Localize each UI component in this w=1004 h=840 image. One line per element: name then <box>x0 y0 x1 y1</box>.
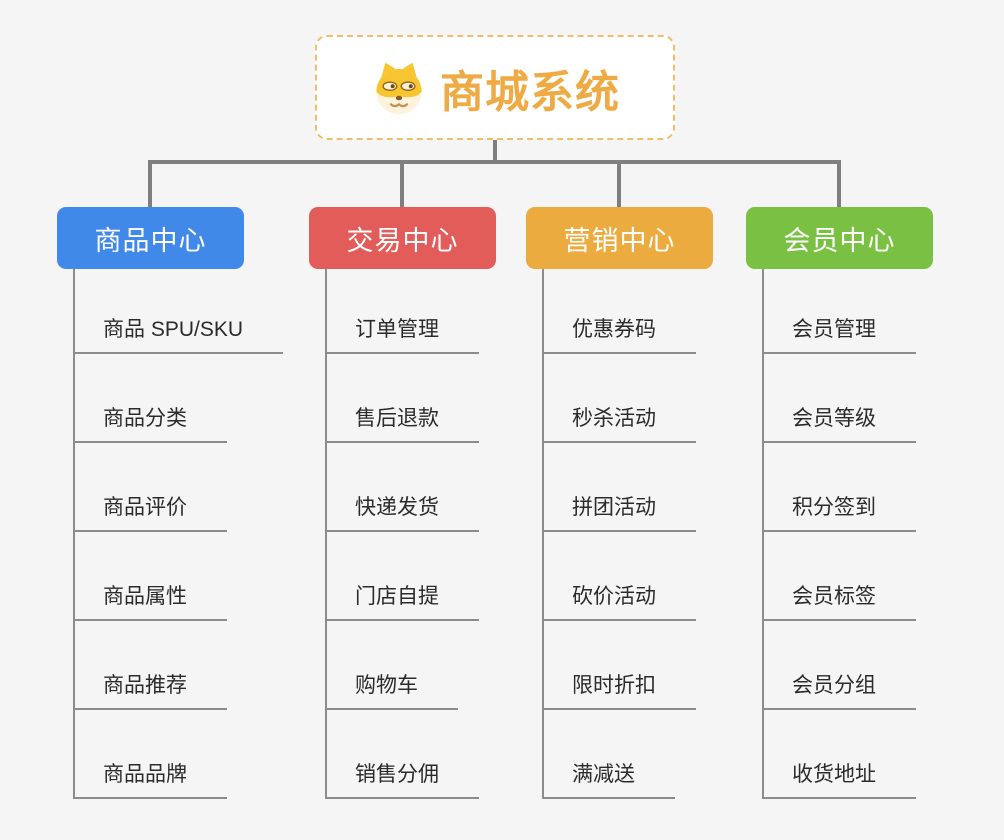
horizontal-connector <box>148 160 841 164</box>
leaf-node[interactable]: 优惠券码 <box>542 265 696 354</box>
leaf-label: 商品评价 <box>73 491 227 532</box>
leaf-label: 商品 SPU/SKU <box>73 313 284 354</box>
branch-line <box>542 269 544 799</box>
leaf-label: 商品推荐 <box>73 669 227 710</box>
branch-node-products[interactable]: 商品中心 <box>57 207 244 269</box>
root-title: 商城系统 <box>440 67 620 117</box>
leaf-node[interactable]: 会员管理 <box>762 265 916 354</box>
branch-items-products: 商品 SPU/SKU 商品分类 商品评价 商品属性 商品推荐 商品品牌 <box>73 265 284 799</box>
leaf-label: 销售分佣 <box>325 758 479 799</box>
leaf-label: 购物车 <box>325 669 458 710</box>
branch-drop-connector <box>837 160 841 207</box>
doge-icon <box>376 62 422 114</box>
branch-line <box>73 269 75 799</box>
root-connector <box>493 140 497 162</box>
leaf-node[interactable]: 砍价活动 <box>542 532 696 621</box>
leaf-label: 拼团活动 <box>542 491 696 532</box>
root-node[interactable]: 商城系统 <box>315 35 675 140</box>
leaf-node[interactable]: 收货地址 <box>762 710 916 799</box>
leaf-node[interactable]: 秒杀活动 <box>542 354 696 443</box>
leaf-node[interactable]: 商品推荐 <box>73 621 227 710</box>
branch-node-members[interactable]: 会员中心 <box>746 207 933 269</box>
branch-node-trade[interactable]: 交易中心 <box>309 207 496 269</box>
branch-node-marketing[interactable]: 营销中心 <box>526 207 713 269</box>
branch-drop-connector <box>617 160 621 207</box>
leaf-node[interactable]: 限时折扣 <box>542 621 696 710</box>
leaf-label: 收货地址 <box>762 758 916 799</box>
branch-items-marketing: 优惠券码 秒杀活动 拼团活动 砍价活动 限时折扣 满减送 <box>542 265 696 799</box>
leaf-node[interactable]: 会员等级 <box>762 354 916 443</box>
leaf-label: 快递发货 <box>325 491 479 532</box>
branch-line <box>325 269 327 799</box>
leaf-node[interactable]: 快递发货 <box>325 443 479 532</box>
leaf-node[interactable]: 商品评价 <box>73 443 227 532</box>
leaf-node[interactable]: 会员分组 <box>762 621 916 710</box>
leaf-node[interactable]: 售后退款 <box>325 354 479 443</box>
leaf-label: 商品分类 <box>73 402 227 443</box>
leaf-label: 会员标签 <box>762 580 916 621</box>
leaf-node[interactable]: 积分签到 <box>762 443 916 532</box>
branch-items-trade: 订单管理 售后退款 快递发货 门店自提 购物车 销售分佣 <box>325 265 479 799</box>
leaf-label: 满减送 <box>542 758 675 799</box>
branch-items-members: 会员管理 会员等级 积分签到 会员标签 会员分组 收货地址 <box>762 265 916 799</box>
leaf-label: 秒杀活动 <box>542 402 696 443</box>
leaf-node[interactable]: 门店自提 <box>325 532 479 621</box>
leaf-node[interactable]: 会员标签 <box>762 532 916 621</box>
leaf-node[interactable]: 商品 SPU/SKU <box>73 265 284 354</box>
leaf-label: 会员分组 <box>762 669 916 710</box>
leaf-label: 限时折扣 <box>542 669 696 710</box>
leaf-label: 会员管理 <box>762 313 916 354</box>
leaf-node[interactable]: 拼团活动 <box>542 443 696 532</box>
leaf-label: 优惠券码 <box>542 313 696 354</box>
leaf-label: 砍价活动 <box>542 580 696 621</box>
leaf-node[interactable]: 满减送 <box>542 710 675 799</box>
leaf-node[interactable]: 订单管理 <box>325 265 479 354</box>
branch-drop-connector <box>400 160 404 207</box>
leaf-node[interactable]: 商品分类 <box>73 354 227 443</box>
leaf-node[interactable]: 商品品牌 <box>73 710 227 799</box>
leaf-label: 积分签到 <box>762 491 916 532</box>
leaf-node[interactable]: 购物车 <box>325 621 458 710</box>
leaf-label: 门店自提 <box>325 580 479 621</box>
leaf-label: 会员等级 <box>762 402 916 443</box>
leaf-label: 售后退款 <box>325 402 479 443</box>
branch-drop-connector <box>148 160 152 207</box>
leaf-label: 订单管理 <box>325 313 479 354</box>
leaf-node[interactable]: 商品属性 <box>73 532 227 621</box>
leaf-label: 商品品牌 <box>73 758 227 799</box>
branch-line <box>762 269 764 799</box>
leaf-label: 商品属性 <box>73 580 227 621</box>
leaf-node[interactable]: 销售分佣 <box>325 710 479 799</box>
